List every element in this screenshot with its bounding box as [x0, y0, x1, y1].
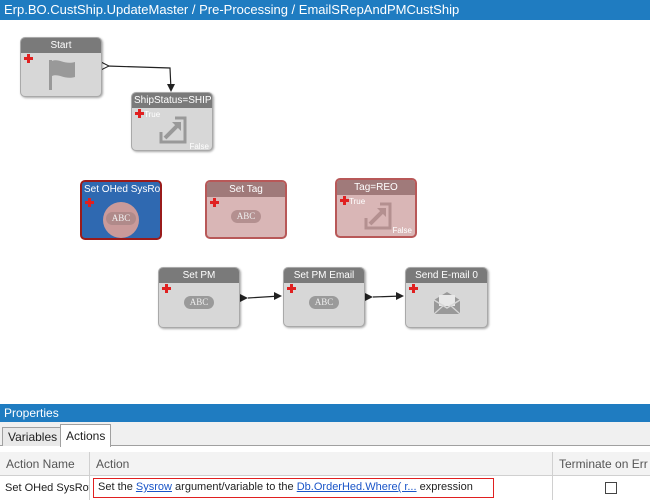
connectors — [100, 61, 404, 302]
expression-icon: ABC — [309, 296, 339, 309]
sysrow-link[interactable]: Sysrow — [135, 481, 172, 493]
true-label: True — [144, 110, 161, 119]
node-tag-reo-title: Tag=REO — [337, 180, 415, 195]
node-shipstatus-title: ShipStatus=SHIPPED — [132, 93, 212, 108]
expression-link[interactable]: Db.OrderHed.Where( r... — [296, 481, 417, 493]
column-header-terminate[interactable]: Terminate on Err — [559, 457, 648, 471]
expression-icon: ABC — [184, 296, 214, 309]
node-tag-reo[interactable]: Tag=REO True False — [335, 178, 417, 238]
tab-actions[interactable]: Actions — [60, 424, 112, 447]
node-send-email[interactable]: Send E-mail 0 — [405, 267, 488, 328]
action-name-cell[interactable]: Set OHed SysRow — [0, 476, 90, 500]
true-label: True — [349, 197, 366, 206]
envelope-icon — [433, 292, 461, 315]
add-icon[interactable] — [85, 198, 94, 207]
action-text: Set the — [98, 481, 136, 493]
window-title: Erp.BO.CustShip.UpdateMaster / Pre-Proce… — [0, 0, 650, 20]
expression-icon: ABC — [231, 210, 261, 223]
node-set-tag[interactable]: Set Tag ABC — [205, 180, 287, 239]
node-set-ohed-sysrow[interactable]: Set OHed SysRow ABC — [80, 180, 162, 240]
false-label: False — [189, 142, 209, 151]
column-header-action-name[interactable]: Action Name — [0, 452, 90, 475]
properties-tabs: Variables Actions — [0, 422, 650, 447]
terminate-on-error-checkbox[interactable] — [605, 482, 617, 494]
false-label: False — [392, 226, 412, 235]
actions-grid: Action Name Action Terminate on Err Set … — [0, 452, 650, 500]
condition-arrow-icon — [159, 116, 187, 144]
grid-header: Action Name Action Terminate on Err — [0, 452, 650, 476]
action-text: expression — [416, 481, 473, 493]
add-icon[interactable] — [162, 284, 171, 293]
node-shipstatus[interactable]: ShipStatus=SHIPPED True False — [131, 92, 213, 151]
flag-icon — [49, 60, 75, 90]
node-set-pm[interactable]: Set PM ABC — [158, 267, 240, 328]
node-set-pm-email[interactable]: Set PM Email ABC — [283, 267, 365, 327]
node-set-tag-title: Set Tag — [207, 182, 285, 197]
node-start-title: Start — [21, 38, 101, 53]
node-set-ohed-title: Set OHed SysRow — [82, 182, 160, 197]
node-start[interactable]: Start — [20, 37, 102, 97]
add-icon[interactable] — [340, 196, 349, 205]
workflow-canvas[interactable]: Start ShipStatus=SHIPPED True False — [0, 20, 650, 402]
action-text: argument/variable to the — [171, 481, 297, 493]
expression-icon: ABC — [106, 212, 136, 225]
condition-arrow-icon — [364, 202, 392, 230]
node-set-pm-title: Set PM — [159, 268, 239, 283]
node-set-pm-email-title: Set PM Email — [284, 268, 364, 283]
add-icon[interactable] — [287, 284, 296, 293]
properties-panel: Properties Variables Actions Action Name… — [0, 404, 650, 500]
add-icon[interactable] — [135, 109, 144, 118]
action-cell — [90, 476, 553, 500]
add-icon[interactable] — [24, 54, 33, 63]
add-icon[interactable] — [409, 284, 418, 293]
tab-variables[interactable]: Variables — [2, 427, 64, 446]
table-row[interactable]: Set OHed SysRow Set the Sysrow argument/… — [0, 476, 650, 500]
properties-title: Properties — [0, 404, 650, 422]
action-description[interactable]: Set the Sysrow argument/variable to the … — [93, 478, 494, 498]
column-header-action[interactable]: Action — [90, 452, 553, 475]
add-icon[interactable] — [210, 198, 219, 207]
node-send-email-title: Send E-mail 0 — [406, 268, 487, 283]
